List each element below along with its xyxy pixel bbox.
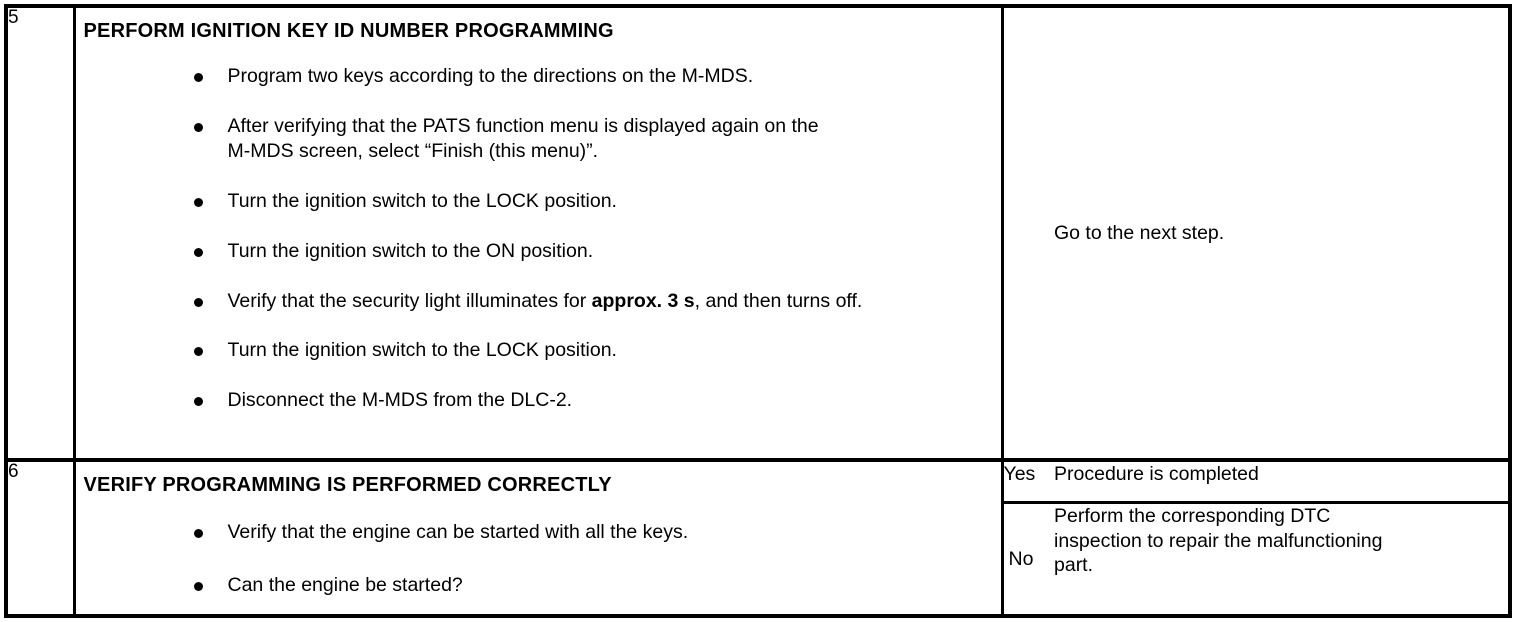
list-item: Turn the ignition switch to the LOCK pos… [76,338,1001,364]
list-item: Can the engine be started? [76,573,1001,599]
bullet-dot-icon [193,73,203,82]
bullet-dot-icon [193,529,203,539]
bullet-dot-icon [193,247,203,257]
action-text-block: Perform the corresponding DTC inspection… [1054,504,1508,579]
bullet-text: Verify that the security light illuminat… [228,289,993,315]
step-6-action-yes: Procedure is completed [1054,460,1508,504]
bullet-dot-icon [193,397,203,407]
list-item: Turn the ignition switch to the ON posit… [76,239,1001,265]
bullet-text: Can the engine be started? [227,574,463,597]
step-5-action: Go to the next step. [1054,8,1508,463]
bullet-text-line-1: After verifying that the PATS function m… [227,114,819,137]
step-6-answer-no: No [1002,502,1054,614]
step-6-body: VERIFY PROGRAMMING IS PERFORMED CORRECTL… [74,460,1004,614]
action-text-line-1: Perform the corresponding DTC [1054,504,1331,527]
procedure-table-sheet: 5 PERFORM IGNITION KEY ID NUMBER PROGRAM… [4,4,1512,618]
bullet-text: Turn the ignition switch to the ON posit… [227,239,594,262]
bullet-dot-icon [193,297,203,307]
bullet-text: Disconnect the M-MDS from the DLC-2. [227,389,573,412]
action-text-line-3: part. [1054,554,1094,577]
bullet-dot-icon [193,198,203,208]
bullet-text: Turn the ignition switch to the LOCK pos… [227,190,617,213]
list-item: Turn the ignition switch to the LOCK pos… [76,189,1001,215]
step-5-bullet-list: Program two keys according to the direct… [76,64,1001,414]
bullet-text-line-2: M-MDS screen, select “Finish (this menu)… [227,140,599,163]
action-text-line-2: inspection to repair the malfunctioning [1054,529,1383,552]
table-row-step-6-no: No Perform the corresponding DTC inspect… [8,502,1508,614]
list-item: After verifying that the PATS function m… [76,114,1001,165]
bullet-dot-icon [193,122,203,132]
step-5-answer [1002,8,1054,463]
step-6-title: VERIFY PROGRAMMING IS PERFORMED CORRECTL… [83,474,612,497]
bullet-dot-icon [193,582,203,592]
bullet-text: Turn the ignition switch to the LOCK pos… [227,339,617,362]
bullet-dot-icon [193,347,203,357]
step-5-title: PERFORM IGNITION KEY ID NUMBER PROGRAMMI… [83,20,614,42]
step-6-bullet-list: Verify that the engine can be started wi… [76,520,1001,598]
step-number-6: 6 [8,460,76,614]
step-5-body: PERFORM IGNITION KEY ID NUMBER PROGRAMMI… [74,8,1004,463]
step-6-action-no: Perform the corresponding DTC inspection… [1054,502,1508,614]
bullet-text-post: , and then turns off. [694,289,863,312]
bullet-text: Verify that the engine can be started wi… [227,521,689,544]
bullet-text-pre: Verify that the security light illuminat… [227,289,592,312]
list-item: Verify that the security light illuminat… [76,289,1001,315]
list-item: Disconnect the M-MDS from the DLC-2. [76,388,1001,414]
table-row-step-6: 6 VERIFY PROGRAMMING IS PERFORMED CORREC… [8,460,1508,614]
table-row-step-5: 5 PERFORM IGNITION KEY ID NUMBER PROGRAM… [8,8,1508,463]
procedure-table: 5 PERFORM IGNITION KEY ID NUMBER PROGRAM… [8,8,1508,614]
list-item: Program two keys according to the direct… [76,64,1001,90]
bullet-text: Program two keys according to the direct… [227,65,754,87]
step-6-answer-yes: Yes [1002,460,1054,504]
step-number-5: 5 [8,8,76,463]
list-item: Verify that the engine can be started wi… [76,520,1001,546]
bullet-text-emphasis: approx. 3 s [591,289,695,312]
